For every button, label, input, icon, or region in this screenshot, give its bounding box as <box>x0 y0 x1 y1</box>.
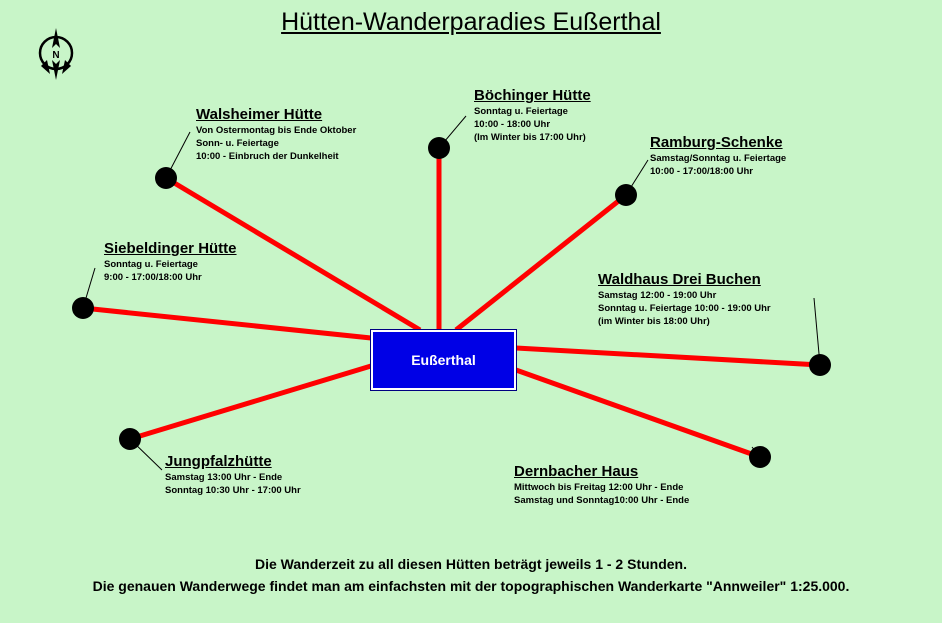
hut-hours-line: 10:00 - 17:00/18:00 Uhr <box>650 166 753 177</box>
hut-label-jungpfalz: Jungpfalzhütte Samstag 13:00 Uhr - Ende … <box>165 453 301 497</box>
hut-hours-line: (im Winter bis 18:00 Uhr) <box>598 316 710 327</box>
hut-label-siebeldinger: Siebeldinger Hütte Sonntag u. Feiertage … <box>104 240 237 284</box>
footer-line-hiking-map: Die genauen Wanderwege findet man am ein… <box>92 578 850 594</box>
compass-needle-north <box>52 28 60 48</box>
hut-hours-line: 10:00 - Einbruch der Dunkelheit <box>196 151 339 162</box>
footer-line-walking-time: Die Wanderzeit zu all diesen Hütten betr… <box>254 556 687 572</box>
connector-jungpfalz <box>129 363 372 442</box>
hut-hours-line: (Im Winter bis 17:00 Uhr) <box>474 132 586 143</box>
hut-node-dernbacher <box>749 446 771 468</box>
hut-node-siebeldinger <box>72 297 94 319</box>
hut-hours-line: Samstag 13:00 Uhr - Ende <box>165 472 283 483</box>
compass-letter: N <box>52 50 59 61</box>
compass-needle-south <box>52 60 60 80</box>
hut-node-waldhaus <box>809 354 831 376</box>
leader-waldhaus <box>813 297 821 366</box>
hut-name: Siebeldinger Hütte <box>104 240 237 257</box>
connector-ramburg <box>454 193 628 332</box>
hut-name: Böchinger Hütte <box>474 87 591 104</box>
hut-label-dernbacher: Dernbacher Haus Mittwoch bis Freitag 12:… <box>514 463 689 507</box>
hut-hours-line: Von Ostermontag bis Ende Oktober <box>196 125 357 136</box>
hut-node-ramburg <box>615 184 637 206</box>
compass-leg-right <box>62 60 71 74</box>
hut-name: Waldhaus Drei Buchen <box>598 271 761 288</box>
hut-hours-line: Samstag/Sonntag u. Feiertage <box>650 153 787 164</box>
hut-node-walsheimer <box>155 167 177 189</box>
hut-hours-line: 9:00 - 17:00/18:00 Uhr <box>104 272 202 283</box>
hut-hours-line: Sonn- u. Feiertage <box>196 138 279 149</box>
hut-name: Dernbacher Haus <box>514 463 639 480</box>
hut-name: Jungpfalzhütte <box>165 453 272 470</box>
hut-hours-line: Samstag und Sonntag10:00 Uhr - Ende <box>514 495 690 506</box>
hut-node-boechinger <box>428 137 450 159</box>
compass-icon: N <box>38 28 74 80</box>
connector-dernbacher <box>515 367 761 460</box>
hut-hours-line: Sonntag u. Feiertage <box>474 106 568 117</box>
hut-hours-line: Sonntag u. Feiertage 10:00 - 19:00 Uhr <box>598 303 771 314</box>
center-label: Eußerthal <box>411 352 476 368</box>
connector-waldhaus <box>515 345 821 368</box>
hut-name: Ramburg-Schenke <box>650 134 783 151</box>
center-node-eusserthal: Eußerthal <box>370 329 517 391</box>
page-title: Hütten-Wanderparadies Eußerthal <box>281 8 661 36</box>
hut-node-jungpfalz <box>119 428 141 450</box>
connector-walsheimer <box>164 175 422 333</box>
hut-label-ramburg: Ramburg-Schenke Samstag/Sonntag u. Feier… <box>650 134 786 178</box>
hut-hours-line: Mittwoch bis Freitag 12:00 Uhr - Ende <box>514 482 684 493</box>
hut-label-walsheimer: Walsheimer Hütte Von Ostermontag bis End… <box>196 106 356 163</box>
connector-siebeldinger <box>82 305 372 341</box>
compass-leg-left <box>41 60 50 74</box>
hut-hours-line: Samstag 12:00 - 19:00 Uhr <box>598 290 717 301</box>
hut-label-waldhaus: Waldhaus Drei Buchen Samstag 12:00 - 19:… <box>598 271 771 328</box>
hut-hours-line: 10:00 - 18:00 Uhr <box>474 119 551 130</box>
hut-hours-line: Sonntag u. Feiertage <box>104 259 198 270</box>
hut-hours-line: Sonntag 10:30 Uhr - 17:00 Uhr <box>165 485 301 496</box>
hut-name: Walsheimer Hütte <box>196 106 323 123</box>
hut-label-boechinger: Böchinger Hütte Sonntag u. Feiertage 10:… <box>474 87 591 144</box>
